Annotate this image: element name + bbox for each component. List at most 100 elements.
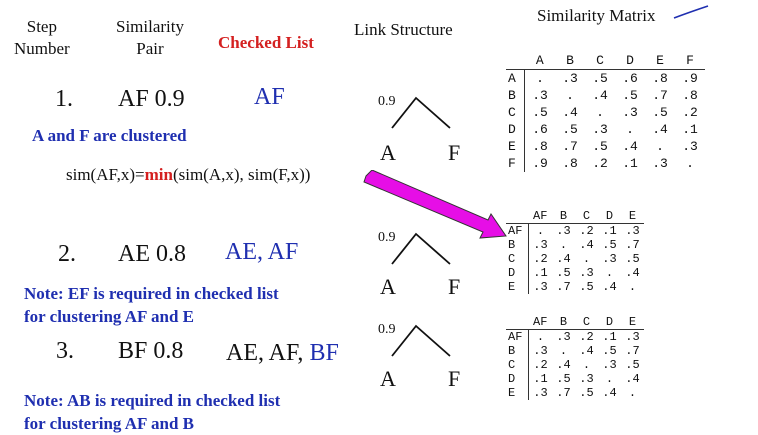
- matrix-3-cell: .5: [625, 358, 640, 372]
- matrix-3-cell: .2: [533, 358, 548, 372]
- matrix-3-row: C.2.4..3.5: [506, 358, 644, 372]
- matrix-1-row-label: E: [506, 138, 525, 155]
- matrix-3-col-d: D: [598, 315, 621, 330]
- matrix-2-cell: .3: [556, 224, 571, 238]
- matrix-1-cell: .5: [562, 122, 578, 137]
- link-tree-2: 0.9 A F: [372, 230, 472, 302]
- matrix-2-cell: .5: [625, 252, 640, 266]
- matrix-2-row-label: C: [506, 252, 529, 266]
- matrix-3-cell: .5: [556, 372, 571, 386]
- matrix-1-cell: .3: [652, 156, 668, 171]
- matrix-1-row: B.3..4.5.7.8: [506, 87, 705, 104]
- matrix-1-row: F.9.8.2.1.3.: [506, 155, 705, 172]
- tree-2-right: F: [448, 274, 461, 299]
- formula-prefix: sim(AF,x)=: [66, 165, 145, 184]
- tree-1-left: A: [380, 140, 396, 165]
- matrix-1-row-label: C: [506, 104, 525, 121]
- matrix-1-col-e: E: [645, 52, 675, 70]
- matrix-1-cell: .2: [592, 156, 608, 171]
- matrix-1-row-label: F: [506, 155, 525, 172]
- similarity-matrix-6x6: A B C D E F A..3.5.6.8.9 B.3..4.5.7.8 C.…: [506, 52, 705, 172]
- matrix-1-col-a: A: [524, 52, 555, 70]
- tree-1-right: F: [448, 140, 461, 165]
- matrix-3-cell: .3: [533, 344, 548, 358]
- matrix-1-cell: .3: [532, 88, 548, 103]
- matrix-1-cell: .2: [682, 105, 698, 120]
- matrix-2-cell: .: [605, 266, 614, 280]
- note-3: Note: AB is required in checked list for…: [24, 389, 280, 435]
- matrix-3-col-e: E: [621, 315, 644, 330]
- tree-1-value: 0.9: [378, 94, 396, 109]
- matrix-1-cell: .4: [652, 122, 668, 137]
- matrix-1-row-label: A: [506, 69, 525, 87]
- matrix-3-cell: .: [628, 386, 637, 400]
- matrix-3-cell: .: [536, 330, 545, 344]
- matrix-3-cell: .4: [602, 386, 617, 400]
- matrix-3-row-label: E: [506, 386, 529, 400]
- matrix-1-cell: .4: [562, 105, 578, 120]
- matrix-3-row: AF..3.2.1.3: [506, 329, 644, 344]
- matrix-1-cell: .6: [532, 122, 548, 137]
- matrix-2-cell: .3: [533, 280, 548, 294]
- matrix-3-col-c: C: [575, 315, 598, 330]
- matrix-1-cell: .1: [622, 156, 638, 171]
- matrix-1-cell: .: [566, 88, 574, 103]
- matrix-1-row: C.5.4..3.5.2: [506, 104, 705, 121]
- matrix-1-cell: .5: [652, 105, 668, 120]
- matrix-1-cell: .3: [682, 139, 698, 154]
- matrix-2-cell: .4: [602, 280, 617, 294]
- matrix-1-cell: .3: [592, 122, 608, 137]
- matrix-3-row-label: AF: [506, 329, 529, 344]
- matrix-1-cell: .3: [622, 105, 638, 120]
- similarity-matrix-step-3: AF B C D E AF..3.2.1.3 B.3..4.5.7 C.2.4.…: [506, 315, 644, 400]
- matrix-3-cell: .7: [625, 344, 640, 358]
- matrix-2-cell: .3: [579, 266, 594, 280]
- matrix-1-cell: .9: [682, 71, 698, 86]
- matrix-1-cell: .: [686, 156, 694, 171]
- tree-3-branches: [391, 324, 451, 357]
- matrix-1-col-d: D: [615, 52, 645, 70]
- matrix-1-row-label: D: [506, 121, 525, 138]
- matrix-2-cell: .7: [556, 280, 571, 294]
- matrix-2-col-af: AF: [528, 209, 552, 224]
- matrix-3-cell: .7: [556, 386, 571, 400]
- formula-suffix: (sim(A,x), sim(F,x)): [172, 165, 311, 184]
- matrix-2-cell: .1: [533, 266, 548, 280]
- matrix-2-cell: .: [559, 238, 568, 252]
- formula-min: min: [144, 165, 173, 184]
- matrix-2-row: AF..3.2.1.3: [506, 223, 644, 238]
- matrix-3-cell: .3: [625, 330, 640, 344]
- matrix-3-row: D.1.5.3..4: [506, 372, 644, 386]
- matrix-2-row: B.3..4.5.7: [506, 238, 644, 252]
- step-2-number: 2.: [58, 241, 76, 267]
- matrix-3-cell: .: [582, 358, 591, 372]
- matrix-1-cell: .4: [622, 139, 638, 154]
- matrix-1-cell: .7: [562, 139, 578, 154]
- note-2-line-1: Note: EF is required in checked list: [24, 284, 279, 303]
- matrix-1-col-f: F: [675, 52, 705, 70]
- matrix-2-col-e: E: [621, 209, 644, 224]
- matrix-3-cell: .4: [625, 372, 640, 386]
- matrix-3-cell: .4: [579, 344, 594, 358]
- matrix-1-row-label: B: [506, 87, 525, 104]
- header-step-number: Step Number: [14, 17, 70, 58]
- matrix-2-col-c: C: [575, 209, 598, 224]
- step-1-pair: AF 0.9: [118, 86, 185, 112]
- step-2-checked: AE, AF: [225, 239, 299, 265]
- matrix-1-cell: .8: [652, 71, 668, 86]
- matrix-3-row-label: C: [506, 358, 529, 372]
- matrix-2-row-label: E: [506, 280, 529, 294]
- matrix-3-row-label: B: [506, 344, 529, 358]
- similarity-matrix-step-2: AF B C D E AF..3.2.1.3 B.3..4.5.7 C.2.4.…: [506, 209, 644, 294]
- matrix-1-col-b: B: [555, 52, 585, 70]
- matrix-3-cell: .3: [533, 386, 548, 400]
- matrix-2-cell: .5: [556, 266, 571, 280]
- note-2-line-2: for clustering AF and E: [24, 307, 195, 326]
- matrix-1-cell: .: [596, 105, 604, 120]
- matrix-1-corner: [506, 52, 525, 70]
- matrix-2-cell: .1: [602, 224, 617, 238]
- tree-2-branches: [391, 232, 451, 265]
- matrix-2-cell: .4: [579, 238, 594, 252]
- matrix-3-col-af: AF: [528, 315, 552, 330]
- matrix-2-cell: .: [536, 224, 545, 238]
